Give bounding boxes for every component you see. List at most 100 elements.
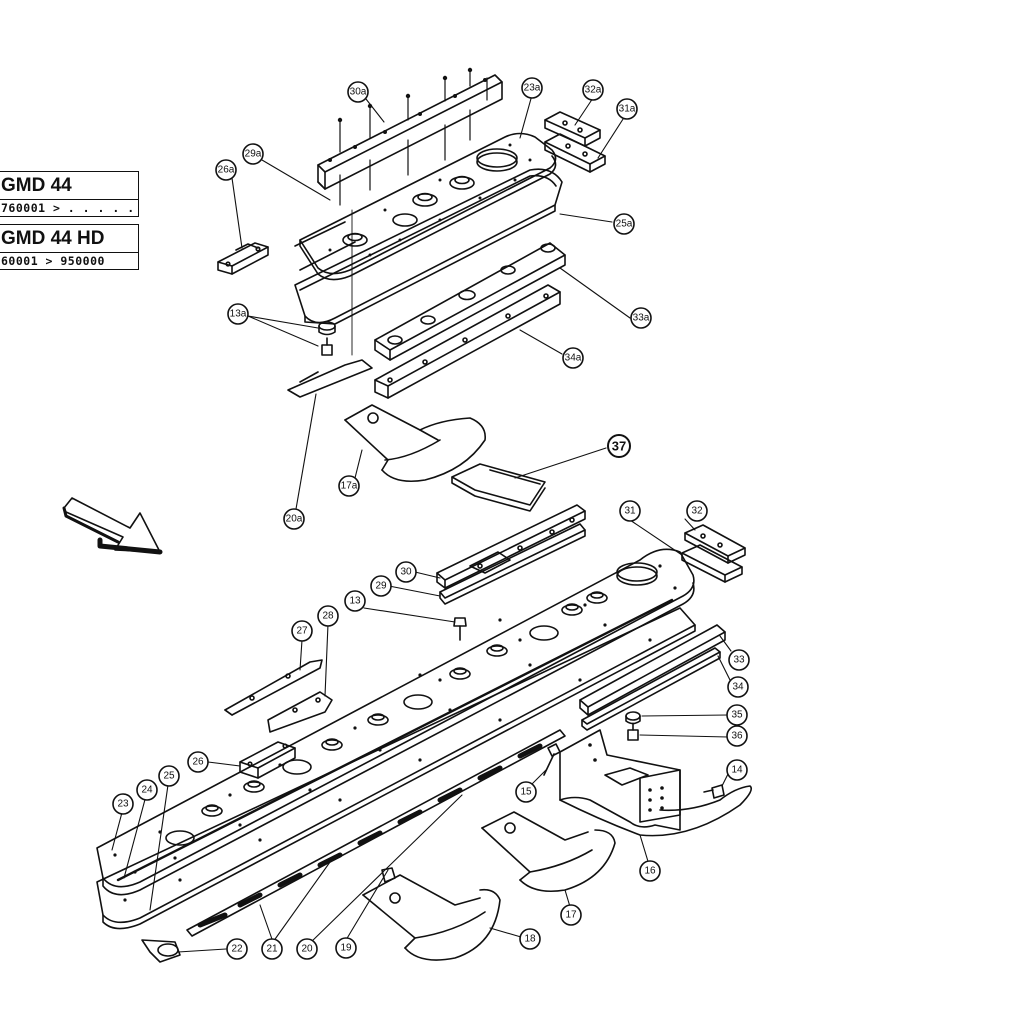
part-17a-skid [344, 404, 487, 483]
svg-text:34: 34 [732, 682, 744, 693]
callout-30a: 30a [347, 81, 369, 103]
svg-text:36: 36 [731, 731, 743, 742]
callout-27: 27 [291, 620, 313, 642]
part-26a-bracket [217, 242, 269, 275]
serial-range: 760001 > . . . . . . [1, 201, 138, 215]
part-17-skid [481, 811, 616, 893]
svg-text:26: 26 [192, 757, 204, 768]
callout-25: 25 [158, 765, 180, 787]
svg-text:29: 29 [375, 581, 387, 592]
svg-text:26a: 26a [218, 165, 235, 176]
svg-text:33: 33 [733, 655, 745, 666]
part-26-bracket [239, 741, 296, 779]
svg-text:29a: 29a [245, 149, 262, 160]
svg-text:33a: 33a [633, 313, 650, 324]
svg-text:16: 16 [644, 866, 656, 877]
part-30a-clamp-bar [317, 74, 503, 190]
callout-20: 20 [296, 938, 318, 960]
part-21-knife-bar [186, 729, 566, 937]
part-37-guard-strip [451, 463, 546, 512]
part-34-bar [581, 647, 721, 731]
callout-17: 17 [560, 904, 582, 926]
svg-text:15: 15 [520, 787, 532, 798]
callout-13a: 13a [227, 303, 249, 325]
callout-36: 36 [726, 725, 748, 747]
callout-28: 28 [317, 605, 339, 627]
part-25a-gasket [294, 168, 563, 325]
callout-20a: 20a [283, 508, 305, 530]
serial-range: 60001 > 950000 [1, 254, 105, 268]
svg-text:18: 18 [524, 934, 536, 945]
callout-33a: 33a [630, 307, 652, 329]
part-31-spacer-block [681, 544, 743, 583]
model-box-gmd44hd: GMD 44 HD 60001 > 950000 [0, 224, 139, 270]
callout-23a: 23a [521, 77, 543, 99]
callout-16: 16 [639, 860, 661, 882]
svg-text:32a: 32a [585, 85, 602, 96]
svg-text:31: 31 [624, 506, 636, 517]
callout-34: 34 [727, 676, 749, 698]
callout-33: 33 [728, 649, 750, 671]
svg-text:23: 23 [117, 799, 129, 810]
callout-32: 32 [686, 500, 708, 522]
part-33a-bearing-plate [374, 242, 566, 361]
svg-text:37: 37 [612, 439, 626, 454]
part-13-nut [453, 617, 467, 641]
callout-24: 24 [136, 779, 158, 801]
svg-text:20: 20 [301, 944, 313, 955]
model-name: GMD 44 [0, 172, 138, 200]
svg-text:17a: 17a [341, 481, 358, 492]
part-16-mounting-skid [559, 729, 753, 837]
part-25-lower-plate [96, 607, 696, 930]
lower-assembly [96, 504, 753, 963]
part-28-plate [267, 691, 333, 733]
part-23-cutterbar-plate [96, 548, 695, 896]
svg-text:14: 14 [731, 765, 743, 776]
callout-32a: 32a [582, 79, 604, 101]
callout-37: 37 [607, 434, 631, 458]
part-35-nut [625, 711, 641, 725]
svg-text:21: 21 [266, 944, 278, 955]
svg-text:34a: 34a [565, 353, 582, 364]
callout-18: 18 [519, 928, 541, 950]
part-30a-bolts [339, 69, 488, 206]
part-24-seal [116, 598, 674, 882]
callout-30: 30 [395, 561, 417, 583]
svg-text:28: 28 [322, 611, 334, 622]
model-box-gmd44: GMD 44 760001 > . . . . . . [0, 171, 139, 217]
direction-arrow-icon [62, 497, 163, 555]
part-33-bar [579, 624, 726, 716]
part-13a-screw-nut [318, 321, 336, 356]
svg-text:27: 27 [296, 626, 308, 637]
svg-text:30a: 30a [350, 87, 367, 98]
upper-leader-lines [231, 94, 631, 510]
callout-29a: 29a [242, 143, 264, 165]
svg-text:25: 25 [163, 771, 175, 782]
callout-34a: 34a [562, 347, 584, 369]
part-14-screw [703, 784, 725, 799]
callout-25a: 25a [613, 213, 635, 235]
svg-text:35: 35 [731, 710, 743, 721]
part-32-spacer-block [684, 524, 746, 564]
svg-text:23a: 23a [524, 83, 541, 94]
part-32a-spacer-block [544, 111, 601, 147]
part-27-knife-holder [224, 659, 323, 716]
callout-14: 14 [726, 759, 748, 781]
svg-text:32: 32 [691, 506, 703, 517]
callouts: 30a 23a 32a 31a 29a 26a 25a 13a 33a 34a … [112, 77, 750, 960]
callout-19: 19 [335, 937, 357, 959]
svg-text:20a: 20a [286, 514, 303, 525]
part-18-skid [362, 867, 501, 961]
part-36-screw [627, 723, 639, 741]
svg-text:22: 22 [231, 944, 243, 955]
callout-31: 31 [619, 500, 641, 522]
svg-text:13a: 13a [230, 309, 247, 320]
part-20a-knife-section [287, 359, 373, 398]
part-23a-cutterbar-plate [299, 132, 557, 281]
upper-assembly [217, 67, 631, 512]
callout-13: 13 [344, 590, 366, 612]
callout-29: 29 [370, 575, 392, 597]
part-22-end-piece [141, 939, 181, 963]
part-29a-wear-plate [294, 221, 356, 271]
